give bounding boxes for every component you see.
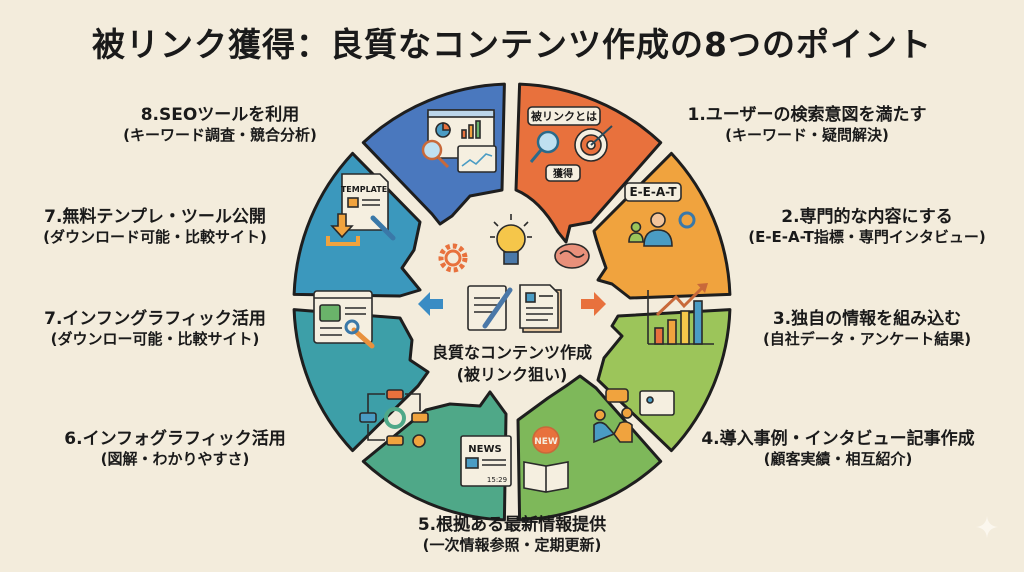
center-label: 良質なコンテンツ作成 (被リンク狙い): [412, 342, 612, 385]
browser-wrench-icon: [313, 290, 375, 349]
bar-chart-icon: [647, 283, 714, 345]
arrow-right-icon: [581, 292, 606, 316]
point-8-label: 8.SEOツールを利用 (キーワード調査・競合分析): [123, 105, 317, 145]
svg-text:NEWS: NEWS: [468, 444, 501, 455]
point-3-label: 3.独自の情報を組み込む (自社データ・アンケート結果): [762, 309, 972, 349]
brain-icon: [554, 243, 590, 269]
arrow-left-icon: [418, 292, 443, 316]
segment-6: [292, 308, 430, 453]
center-label-main: 良質なコンテンツ作成: [431, 343, 592, 362]
sparkle-icon: [976, 516, 998, 538]
point-2-label: 2.専門的な内容にする (E-E-A-T指標・専門インタビュー): [748, 207, 986, 247]
segment-5: [361, 390, 508, 522]
segment-3: [596, 308, 732, 453]
expert-icon: E-E-A-T: [624, 182, 696, 247]
point-5-label: 5.根拠ある最新情報提供 (一次情報参照・定期更新): [417, 515, 607, 555]
svg-text:被リンクとは: 被リンクとは: [531, 109, 597, 123]
handshake-icon: [593, 388, 675, 444]
center-label-sub: (被リンク狙い): [456, 364, 568, 384]
point-4-label: 4.導入事例・インタビュー記事作成 (顧客実績・相互紹介): [701, 429, 975, 469]
lightbulb-icon: [490, 214, 532, 265]
svg-text:TEMPLATE: TEMPLATE: [341, 185, 387, 194]
flow-diagram-icon: [359, 389, 429, 448]
analytics-icon: [421, 109, 497, 173]
svg-text:E-E-A-T: E-E-A-T: [629, 185, 677, 199]
page-title: 被リンク獲得：良質なコンテンツ作成の8つのポイント: [92, 25, 932, 64]
point-7a-label: 7.インフングラフィック活用 (ダウンロー可能・比較サイト): [44, 309, 266, 349]
point-7b-label: 7.無料テンプレ・ツール公開 (ダウンロード可能・比較サイト): [43, 207, 267, 247]
template-icon: TEMPLATE: [326, 173, 396, 246]
point-6-label: 6.インフォグラフィック活用 (図解・わかりやすさ): [64, 429, 286, 469]
gear-icon: [438, 243, 468, 273]
document-icon: [519, 284, 562, 333]
center-icons: [418, 214, 606, 333]
point-1-label: 1.ユーザーの検索意図を満たす (キーワード・疑問解決): [687, 105, 927, 145]
svg-text:NEW: NEW: [534, 437, 558, 447]
search-target-icon: 被リンクとは 獲得: [527, 106, 613, 182]
notepad-pen-icon: [467, 285, 513, 331]
svg-text:獲得: 獲得: [553, 167, 573, 180]
svg-text:15:29: 15:29: [487, 476, 507, 484]
news-icon: NEWS 15:29 NEW: [460, 426, 569, 493]
